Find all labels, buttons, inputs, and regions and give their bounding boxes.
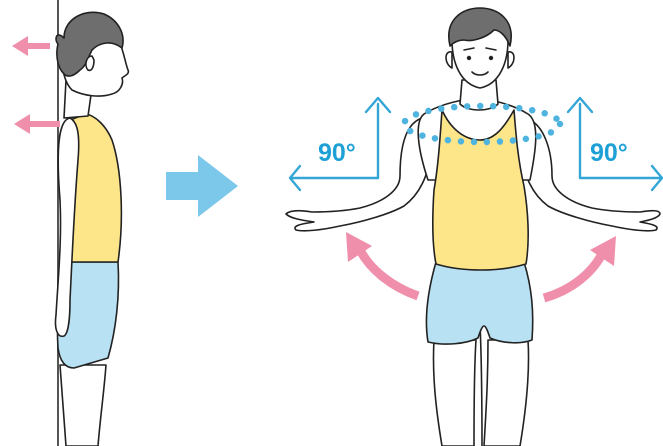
head-to-wall-arrow xyxy=(12,36,50,56)
front-right-leg xyxy=(484,340,529,446)
leg-gap xyxy=(480,324,482,446)
front-view-figure: 90° 90° xyxy=(286,8,662,446)
next-step-arrow xyxy=(166,155,238,217)
front-right-ear xyxy=(508,52,514,68)
right-raise-arrow xyxy=(544,236,616,298)
left-raise-arrow xyxy=(346,232,418,296)
front-shorts xyxy=(426,262,532,344)
front-left-leg xyxy=(433,340,476,446)
left-angle-label: 90° xyxy=(318,139,356,167)
side-ear xyxy=(86,56,94,70)
side-view-figure xyxy=(12,0,128,446)
side-legs xyxy=(60,365,106,446)
back-to-wall-arrow xyxy=(14,114,60,134)
front-left-ear xyxy=(446,52,452,68)
right-angle-label: 90° xyxy=(590,139,628,167)
front-left-arm xyxy=(286,118,432,231)
